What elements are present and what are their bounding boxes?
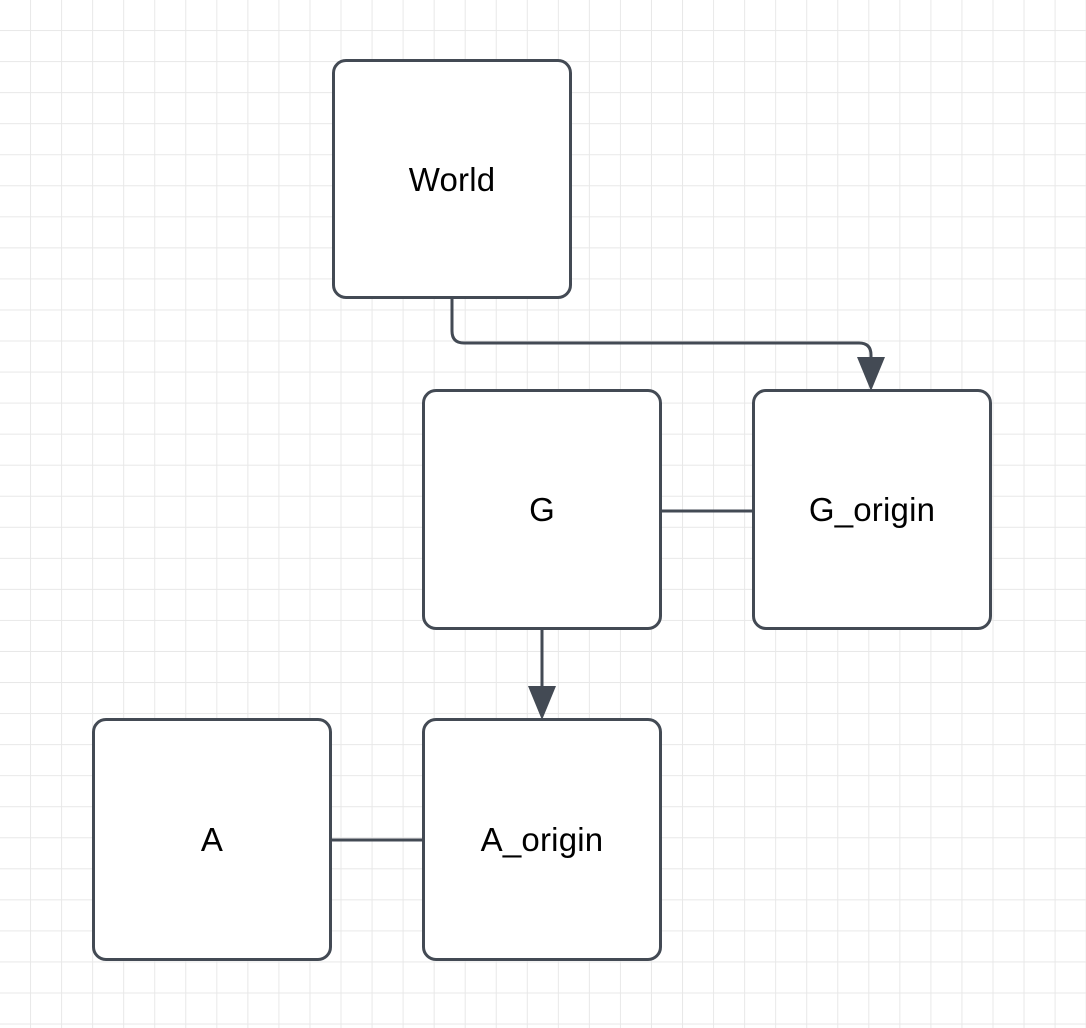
node-a[interactable]: A	[92, 718, 332, 961]
edge-world-to-g-origin	[450, 299, 885, 391]
node-g-origin-label: G_origin	[808, 491, 936, 528]
node-g-origin[interactable]: G_origin	[752, 389, 992, 630]
node-world[interactable]: World	[332, 59, 572, 299]
edge-g-to-a-origin	[528, 630, 556, 720]
node-a-origin[interactable]: A_origin	[422, 718, 662, 961]
node-g[interactable]: G	[422, 389, 662, 630]
node-a-label: A	[200, 821, 224, 858]
node-g-label: G	[529, 491, 555, 528]
node-a-origin-label: A_origin	[480, 821, 604, 858]
node-world-label: World	[408, 160, 496, 198]
